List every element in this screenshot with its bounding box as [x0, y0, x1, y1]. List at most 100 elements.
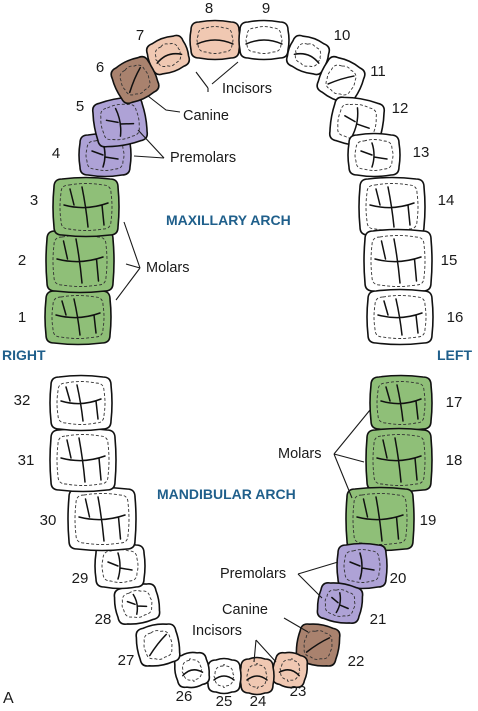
tooth-10-outline	[294, 43, 322, 67]
tooth-number-12: 12	[392, 100, 409, 117]
tooth-11-outline	[325, 64, 357, 96]
leader-molars-lower	[333, 409, 371, 499]
tooth-30	[67, 486, 137, 552]
tooth-5-grooves	[105, 107, 135, 137]
tooth-23	[271, 651, 309, 689]
tooth-29	[94, 542, 146, 590]
tooth-28	[113, 583, 161, 625]
tooth-number-20: 20	[390, 570, 407, 587]
label-canine-upper: Canine	[183, 108, 229, 124]
tooth-18-grooves	[376, 437, 422, 483]
tooth-20	[336, 542, 388, 590]
teeth-layer	[44, 19, 434, 696]
tooth-4-outline	[85, 139, 125, 171]
tooth-9	[238, 19, 290, 61]
tooth-23-grooves	[278, 669, 300, 677]
tooth-22-grooves	[305, 637, 331, 653]
tooth-26-grooves	[182, 669, 204, 677]
tooth-1	[44, 288, 112, 346]
tooth-number-5: 5	[76, 98, 84, 115]
tooth-18-outline	[372, 434, 426, 486]
lower-leader-lines	[253, 409, 371, 663]
tooth-32-grooves	[60, 384, 102, 422]
leader-canine-upper	[147, 95, 181, 113]
leader-premolars-lower	[297, 561, 339, 599]
side-label-left: LEFT	[437, 347, 472, 363]
tooth-20-grooves	[349, 552, 375, 580]
label-incisors-lower: Incisors	[192, 623, 242, 639]
tooth-number-23: 23	[290, 683, 307, 700]
tooth-25	[206, 657, 242, 695]
tooth-number-26: 26	[176, 688, 193, 705]
label-molars-upper: Molars	[146, 260, 190, 276]
tooth-number-21: 21	[370, 611, 387, 628]
tooth-16-grooves	[377, 298, 423, 336]
tooth-16	[366, 288, 434, 346]
tooth-14	[358, 176, 426, 238]
tooth-number-27: 27	[118, 652, 135, 669]
tooth-number-2: 2	[18, 252, 26, 269]
tooth-25-grooves	[213, 675, 235, 681]
tooth-7	[145, 34, 191, 76]
tooth-number-25: 25	[216, 693, 233, 710]
label-molars-lower: Molars	[278, 446, 322, 462]
tooth-1-outline	[51, 295, 105, 339]
tooth-number-22: 22	[348, 653, 365, 670]
tooth-16-outline	[373, 295, 427, 339]
tooth-17-grooves	[380, 384, 422, 422]
tooth-number-19: 19	[420, 512, 437, 529]
tooth-8-grooves	[196, 39, 234, 45]
tooth-28-grooves	[126, 593, 148, 615]
tooth-2	[45, 228, 115, 294]
tooth-22	[295, 623, 341, 667]
tooth-9-outline	[245, 26, 283, 54]
tooth-14-grooves	[369, 186, 415, 228]
tooth-28-outline	[121, 590, 153, 618]
tooth-24-outline	[246, 663, 268, 689]
tooth-number-8: 8	[205, 0, 213, 17]
tooth-number-32: 32	[14, 392, 31, 409]
tooth-number-31: 31	[18, 452, 35, 469]
label-canine-lower: Canine	[222, 602, 268, 618]
tooth-29-outline	[101, 549, 139, 583]
tooth-number-28: 28	[95, 611, 112, 628]
tooth-31-grooves	[60, 437, 106, 483]
tooth-5	[91, 96, 149, 148]
tooth-2-grooves	[56, 238, 104, 284]
tooth-number-15: 15	[441, 252, 458, 269]
heading-maxillary-arch: MAXILLARY ARCH	[166, 212, 291, 228]
tooth-10-grooves	[293, 52, 320, 64]
tooth-8-outline	[196, 26, 234, 54]
tooth-number-10: 10	[334, 27, 351, 44]
tooth-8	[189, 19, 241, 61]
tooth-12-grooves	[344, 107, 370, 137]
tooth-21-outline	[324, 589, 356, 617]
tooth-18	[365, 427, 433, 493]
tooth-20-outline	[343, 549, 381, 583]
tooth-number-7: 7	[136, 27, 144, 44]
tooth-7-outline	[154, 43, 182, 67]
upper-leader-lines	[115, 61, 239, 301]
tooth-6-outline	[119, 64, 151, 96]
tooth-31	[49, 427, 117, 493]
leader-canine-lower	[283, 617, 309, 633]
tooth-3-outline	[59, 183, 113, 231]
tooth-number-9: 9	[262, 0, 270, 17]
tooth-10	[285, 34, 331, 76]
tooth-26	[173, 651, 211, 689]
tooth-13	[347, 132, 401, 178]
tooth-7-grooves	[156, 52, 183, 64]
tooth-number-13: 13	[413, 144, 430, 161]
side-label-right: RIGHT	[2, 347, 46, 363]
label-premolars-lower: Premolars	[220, 566, 286, 582]
tooth-number-6: 6	[96, 59, 104, 76]
tooth-number-18: 18	[446, 452, 463, 469]
tooth-22-outline	[303, 630, 333, 660]
tooth-19-grooves	[356, 496, 404, 542]
tooth-6	[110, 55, 160, 105]
tooth-number-11: 11	[370, 63, 386, 80]
tooth-5-outline	[100, 103, 140, 141]
tooth-24-grooves	[246, 675, 268, 681]
